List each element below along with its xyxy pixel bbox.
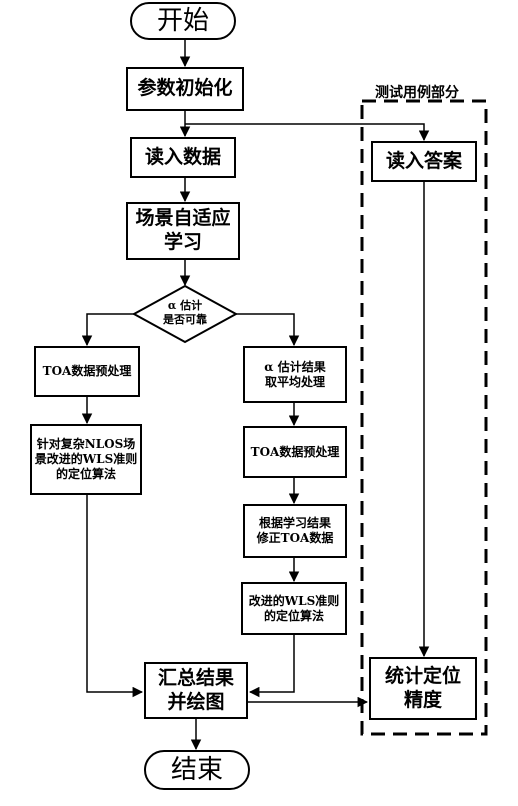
test-case-region-border [360, 99, 488, 736]
arrow-decision-to-right [236, 313, 300, 347]
improved-wls-node: 改进的WLS准则 的定位算法 [241, 582, 347, 635]
start-node: 开始 [130, 2, 236, 40]
decision-diamond [131, 284, 239, 344]
arrow-nlos-to-summary [86, 495, 144, 698]
init-node: 参数初始化 [126, 67, 244, 111]
toa-preprocess-right-node: TOA数据预处理 [243, 426, 347, 478]
correct-toa-node: 根据学习结果 修正TOA数据 [243, 504, 347, 558]
arrow-init-to-read-answer [185, 123, 430, 142]
read-answer-node: 读入答案 [371, 141, 477, 182]
test-case-region-label: 测试用例部分 [375, 85, 459, 101]
summary-plot-node: 汇总结果 并绘图 [144, 662, 248, 719]
alpha-average-node: α 估计结果 取平均处理 [243, 346, 347, 403]
scene-learning-node: 场景自适应 学习 [126, 202, 240, 260]
end-node: 结束 [144, 750, 250, 790]
toa-preprocess-left-node: TOA数据预处理 [34, 346, 140, 397]
decision-label: α 估计 是否可靠 [163, 299, 207, 327]
arrow-decision-to-left [81, 313, 134, 347]
arrow-wls-to-summary [248, 635, 295, 698]
stat-accuracy-node: 统计定位 精度 [369, 657, 477, 720]
read-data-node: 读入数据 [130, 137, 236, 178]
nlos-wls-node: 针对复杂NLOS场 景改进的WLS准则 的定位算法 [30, 424, 142, 495]
